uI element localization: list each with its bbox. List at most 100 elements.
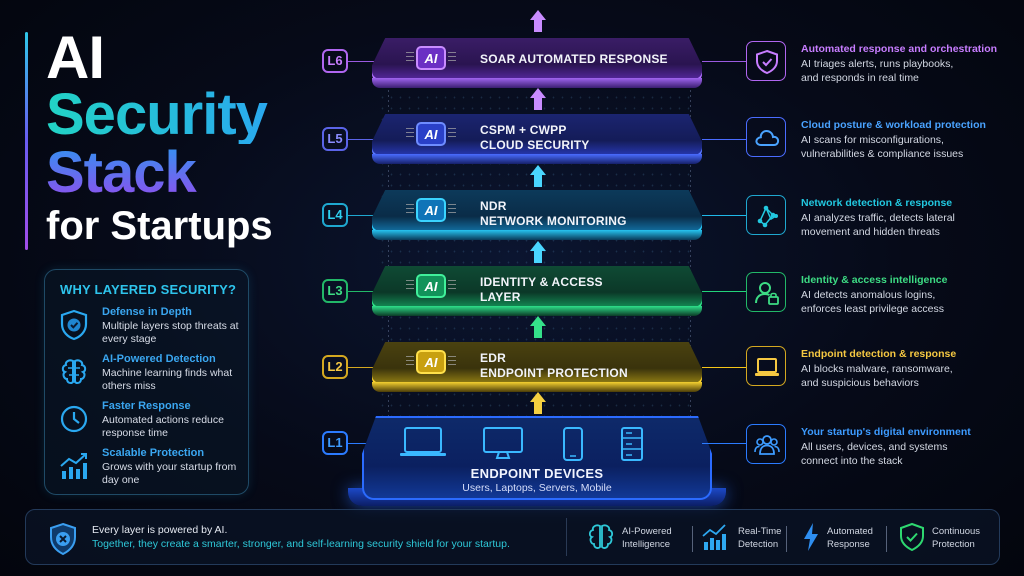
- why-item-title: AI-Powered Detection: [102, 353, 216, 365]
- desc-title: Endpoint detection & response: [801, 348, 957, 360]
- divider: [692, 526, 693, 552]
- desc-title: Network detection & response: [801, 197, 953, 209]
- connector-line: [348, 61, 374, 62]
- why-item-ai-detection: AI-Powered Detection Machine learning fi…: [57, 353, 247, 399]
- arrow-up-icon: [530, 10, 546, 32]
- connector-line: [348, 367, 374, 368]
- desc-title: Cloud posture & workload protection: [801, 119, 986, 131]
- layer-badge-l3: L3: [322, 279, 348, 303]
- ai-chip-icon: AI: [406, 274, 456, 298]
- dashed-guide: [388, 70, 389, 420]
- why-item-desc: Automated actions reduce response time: [102, 414, 224, 439]
- arrow-up-icon: [530, 88, 546, 110]
- growth-chart-icon: [702, 524, 726, 550]
- icon-box: [746, 346, 786, 386]
- desc-text: AI blocks malware, ransomware,and suspic…: [801, 363, 953, 389]
- shield-check-icon: [60, 309, 88, 341]
- icon-box: [746, 424, 786, 464]
- layer-subtitle: Users, Laptops, Servers, Mobile: [462, 482, 612, 494]
- why-panel-heading: WHY LAYERED SECURITY?: [60, 282, 237, 297]
- brain-icon: [61, 359, 87, 384]
- layer-badge-l4: L4: [322, 203, 348, 227]
- why-item-title: Scalable Protection: [102, 447, 205, 459]
- desc-l3: Identity & access intelligence AI detect…: [746, 272, 1016, 322]
- why-item-desc: Grows with your startup from day one: [102, 461, 237, 486]
- icon-box: [746, 41, 786, 81]
- layer-badge-l2: L2: [322, 355, 348, 379]
- cloud-icon: [755, 129, 780, 146]
- why-item-title: Defense in Depth: [102, 306, 192, 318]
- divider: [566, 518, 567, 556]
- shield-check-icon: [900, 522, 924, 552]
- lightning-icon: [804, 523, 818, 551]
- divider: [886, 526, 887, 552]
- arrow-up-icon: [530, 241, 546, 263]
- layer-badge-l6: L6: [322, 49, 348, 73]
- clock-icon: [60, 405, 88, 433]
- ai-chip-icon: AI: [406, 350, 456, 374]
- desc-title: Your startup's digital environment: [801, 426, 971, 438]
- why-layered-security-panel: WHY LAYERED SECURITY? Defense in Depth M…: [44, 269, 249, 495]
- connector-line: [702, 61, 746, 62]
- desc-title: Identity & access intelligence: [801, 274, 948, 286]
- arrow-up-icon: [530, 165, 546, 187]
- why-item-faster-response: Faster Response Automated actions reduce…: [57, 400, 247, 446]
- user-lock-icon: [755, 282, 779, 305]
- desc-text: AI triages alerts, runs playbooks,and re…: [801, 58, 954, 84]
- smartphone-icon: [563, 427, 583, 461]
- icon-box: [746, 195, 786, 235]
- layer-badge-l1: L1: [322, 431, 348, 455]
- why-item-desc: Multiple layers stop threats at every st…: [102, 320, 239, 345]
- desc-text: AI scans for misconfigurations,vulnerabi…: [801, 134, 964, 160]
- connector-line: [702, 443, 746, 444]
- connector-line: [348, 139, 374, 140]
- connector-line: [348, 215, 374, 216]
- arrow-up-icon: [530, 316, 546, 338]
- desc-l6: Automated response and orchestration AI …: [746, 41, 1016, 91]
- title-line-1: AI: [46, 24, 105, 91]
- shield-check-icon: [756, 49, 778, 75]
- desc-l5: Cloud posture & workload protection AI s…: [746, 117, 1016, 167]
- laptop-icon: [400, 427, 446, 456]
- connector-line: [702, 367, 746, 368]
- title-line-4: for Startups: [46, 204, 273, 248]
- desc-l4: Network detection & response AI analyzes…: [746, 195, 1016, 245]
- summary-line-1: Every layer is powered by AI.: [92, 524, 228, 536]
- shield-ai-icon: [50, 522, 76, 556]
- laptop-icon: [755, 358, 779, 376]
- ai-chip-icon: AI: [406, 198, 456, 222]
- layer-l6-soar[interactable]: AI SOAR AUTOMATED RESPONSE: [372, 38, 702, 88]
- ai-chip-icon: AI: [406, 122, 456, 146]
- dashed-guide: [690, 70, 691, 420]
- connector-line: [348, 291, 374, 292]
- users-icon: [754, 435, 780, 455]
- why-item-scalable: Scalable Protection Grows with your star…: [57, 447, 247, 493]
- brain-icon: [588, 524, 614, 549]
- layer-l1-endpoint-devices[interactable]: ENDPOINT DEVICES Users, Laptops, Servers…: [362, 416, 712, 500]
- divider: [786, 526, 787, 552]
- desc-title: Automated response and orchestration: [801, 43, 998, 55]
- arrow-up-icon: [530, 392, 546, 414]
- connector-line: [702, 215, 746, 216]
- server-icon: [621, 427, 643, 461]
- connector-line: [348, 443, 374, 444]
- desc-l1: Your startup's digital environment All u…: [746, 424, 1016, 474]
- why-item-defense: Defense in Depth Multiple layers stop th…: [57, 306, 247, 352]
- desc-text: AI detects anomalous logins,enforces lea…: [801, 289, 944, 315]
- growth-chart-icon: [60, 453, 87, 479]
- icon-box: [746, 272, 786, 312]
